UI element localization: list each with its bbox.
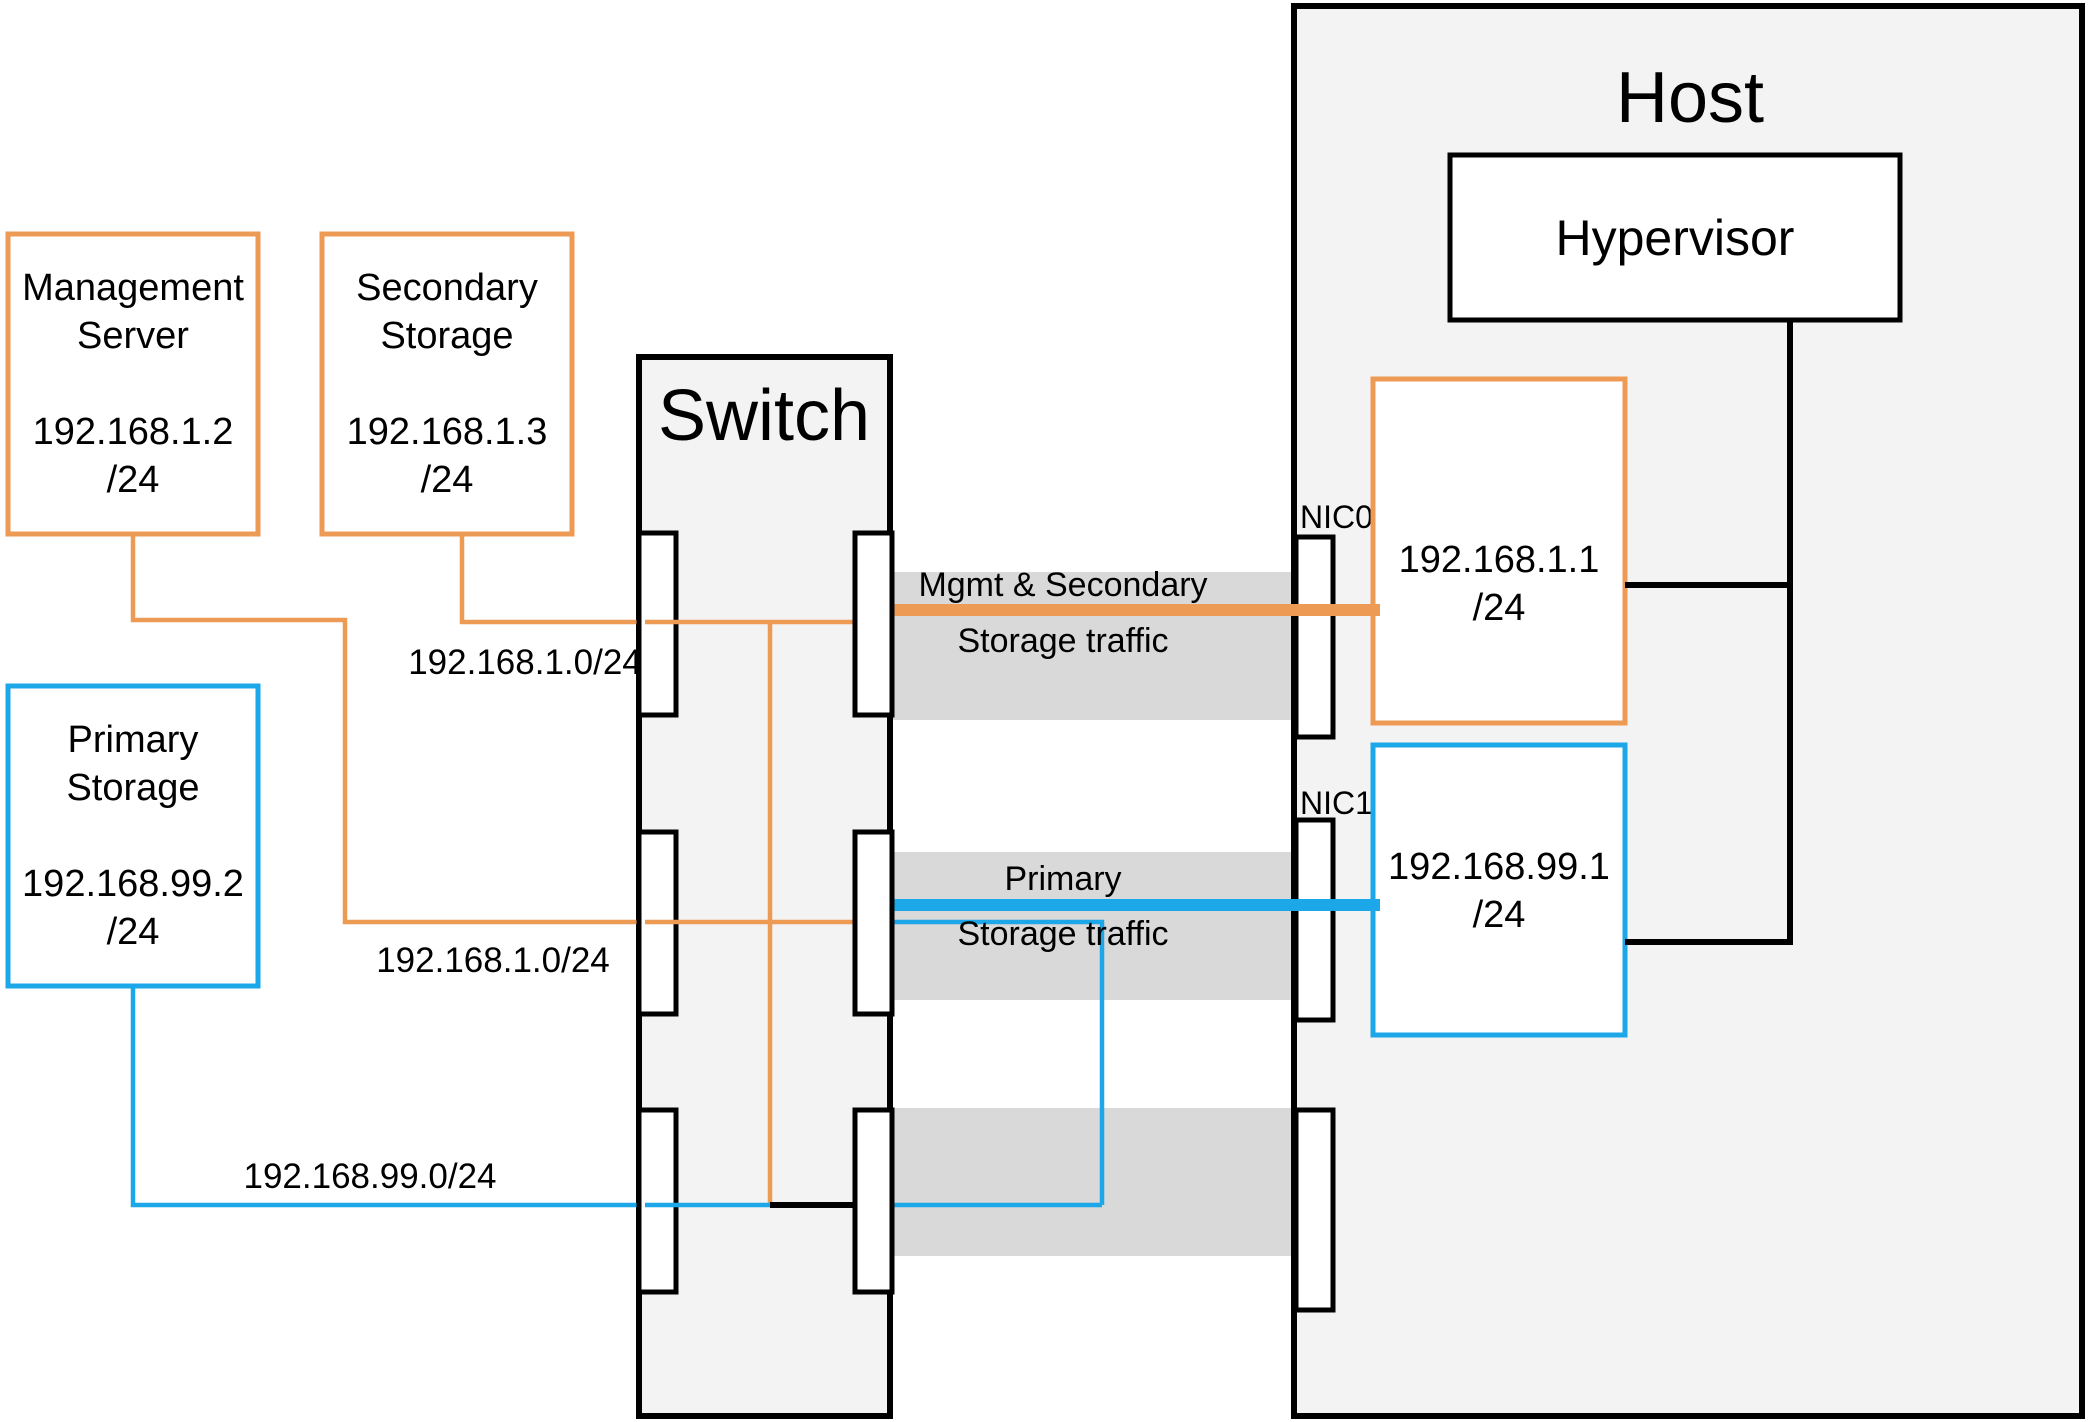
host-nic1-port-outline[interactable] (1293, 817, 1336, 1023)
switch-port-left-3[interactable] (636, 1107, 679, 1295)
traffic-band-mgmt-secondary-line1: Mgmt & Secondary (918, 566, 1207, 604)
primary-storage-ip: 192.168.99.2 (22, 863, 244, 905)
secondary-storage-label-line2: Storage (380, 315, 513, 357)
switch-chassis (636, 354, 893, 1419)
traffic-band-mgmt-secondary (890, 572, 1295, 720)
traffic-band-primary-line2: Storage traffic (957, 915, 1168, 953)
primary-storage-label-line2: Storage (66, 767, 199, 809)
primary-storage-label-line1: Primary (68, 719, 199, 761)
secondary-storage-ip: 192.168.1.3 (347, 411, 548, 453)
network-label-primary: 192.168.99.0/24 (243, 1157, 496, 1196)
traffic-band-primary-line1: Primary (1004, 860, 1121, 898)
secondary-storage-mask: /24 (421, 459, 474, 501)
primary-storage-box[interactable] (5, 683, 261, 989)
network-label-mgmt-lower: 192.168.1.0/24 (376, 941, 610, 980)
traffic-band-mgmt-secondary-line2: Storage traffic (957, 622, 1168, 660)
nic1-mask: /24 (1473, 894, 1526, 936)
switch-port-right-1-outline[interactable] (852, 530, 895, 718)
secondary-storage-label-line1: Secondary (356, 267, 538, 309)
nic0-ip: 192.168.1.1 (1399, 539, 1600, 581)
switch-port-right-3-outline[interactable] (852, 1107, 895, 1295)
host-nic2-port-outline[interactable] (1293, 1107, 1336, 1313)
link-hypervisor-to-nic1 (1625, 585, 1793, 945)
hypervisor-label: Hypervisor (1556, 210, 1795, 266)
link-secondary-storage-to-switch (459, 534, 645, 625)
link-management-server-to-switch (130, 534, 645, 925)
network-label-mgmt-upper: 192.168.1.0/24 (408, 643, 642, 682)
primary-storage-mask: /24 (107, 911, 160, 953)
nic1-ip-box[interactable] (1370, 742, 1628, 1038)
management-server-mask: /24 (107, 459, 160, 501)
link-primary-storage-to-switch (130, 986, 645, 1208)
switch-title: Switch (658, 376, 870, 456)
nic1-label: NIC1 (1300, 785, 1373, 821)
nic0-mask: /24 (1473, 587, 1526, 629)
nic1-ip: 192.168.99.1 (1388, 846, 1610, 888)
secondary-storage-box[interactable] (319, 231, 575, 537)
management-server-box[interactable] (5, 231, 261, 537)
management-server-label-line1: Management (22, 267, 244, 309)
hypervisor-box[interactable] (1447, 152, 1903, 323)
management-server-label-line2: Server (77, 315, 189, 357)
switch-internal-blue-riser (890, 919, 1105, 1205)
host-nic0-port-outline[interactable] (1293, 534, 1336, 740)
nic0-label: NIC0 (1300, 499, 1373, 535)
nic0-ip-box[interactable] (1370, 376, 1628, 726)
management-server-ip: 192.168.1.2 (33, 411, 234, 453)
traffic-band-unlabeled (890, 1108, 1295, 1256)
host-title: Host (1616, 58, 1764, 138)
traffic-band-primary (890, 852, 1295, 1000)
switch-port-right-2-outline[interactable] (852, 829, 895, 1017)
